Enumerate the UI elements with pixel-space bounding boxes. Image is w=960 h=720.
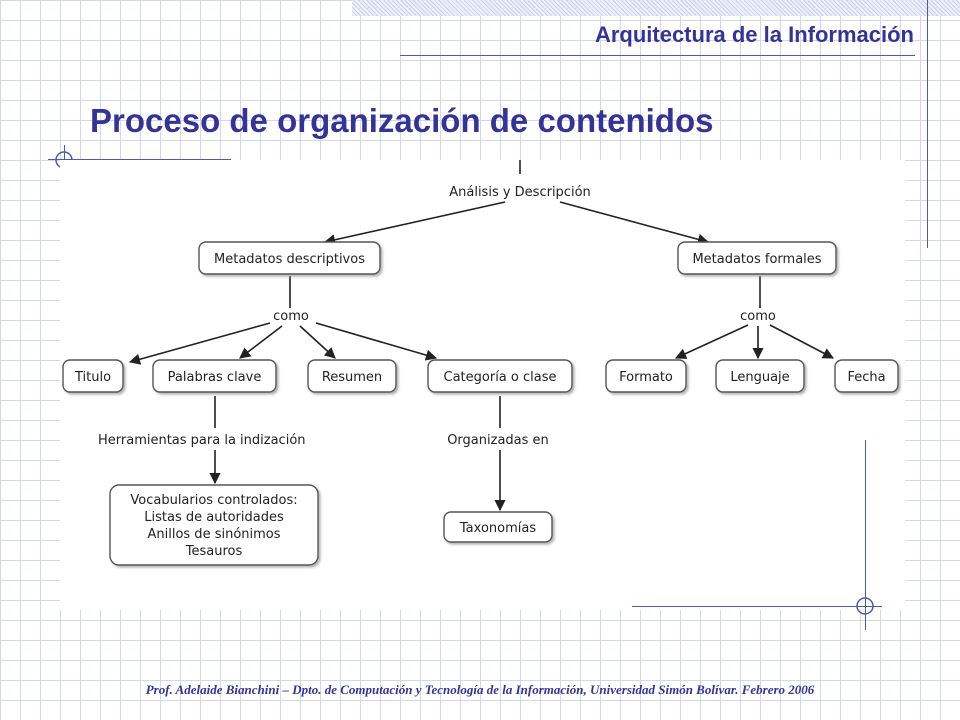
footer-credit: Prof. Adelaide Bianchini – Dpto. de Comp…	[145, 682, 815, 697]
node-palabras-clave: Palabras clave	[152, 359, 277, 393]
node-label: Categoría o clase	[444, 370, 557, 385]
bottom-right-horizontal-rule	[632, 606, 882, 607]
node-formato: Formato	[605, 359, 687, 393]
node-label: Formato	[619, 370, 673, 385]
header-title: Arquitectura de la Información	[594, 22, 914, 47]
crosshair-bottom-right-icon	[856, 597, 874, 615]
bottom-right-vertical-rule	[865, 440, 866, 630]
link-label-herramientas: Herramientas para la indización	[98, 433, 306, 448]
node-lenguaje: Lenguaje	[715, 359, 805, 393]
slide-title: Proceso de organización de contenidos	[90, 102, 714, 139]
vocabularios-line: Anillos de sinónimos	[147, 527, 280, 542]
connectors	[128, 160, 834, 512]
node-label: Metadatos formales	[692, 252, 821, 267]
vocabularios-line: Tesauros	[185, 544, 243, 559]
node-taxonomias: Taxonomías	[443, 511, 553, 543]
vocabularios-line: Listas de autoridades	[144, 510, 284, 525]
node-label: Metadatos descriptivos	[214, 252, 365, 267]
node-metadatos-formales: Metadatos formales	[677, 241, 837, 275]
header-hatch-band	[352, 0, 960, 16]
node-titulo: Titulo	[62, 359, 124, 393]
vocabularios-line: Vocabularios controlados:	[130, 493, 297, 508]
node-resumen: Resumen	[307, 359, 397, 393]
node-fecha: Fecha	[834, 359, 899, 393]
node-label: Taxonomías	[459, 521, 536, 536]
header-rule	[400, 55, 915, 56]
right-vertical-rule	[927, 0, 928, 248]
node-label: Fecha	[847, 370, 885, 385]
diagram-panel: Metadatos descriptivos Metadatos formale…	[60, 160, 905, 610]
node-label: Resumen	[322, 370, 382, 385]
node-label: Palabras clave	[168, 370, 262, 385]
node-vocabularios-controlados: Vocabularios controlados: Listas de auto…	[109, 484, 319, 566]
link-label-como-left: como	[273, 309, 309, 324]
title-rule	[48, 159, 231, 160]
link-label-como-right: como	[740, 309, 776, 324]
concept-map: Metadatos descriptivos Metadatos formale…	[62, 160, 899, 566]
node-metadatos-descriptivos: Metadatos descriptivos	[198, 241, 381, 275]
link-label-organizadas: Organizadas en	[447, 433, 549, 448]
node-label: Lenguaje	[730, 370, 789, 385]
node-label: Titulo	[74, 370, 111, 385]
node-categoria-o-clase: Categoría o clase	[427, 359, 573, 393]
root-label: Análisis y Descripción	[449, 185, 591, 200]
